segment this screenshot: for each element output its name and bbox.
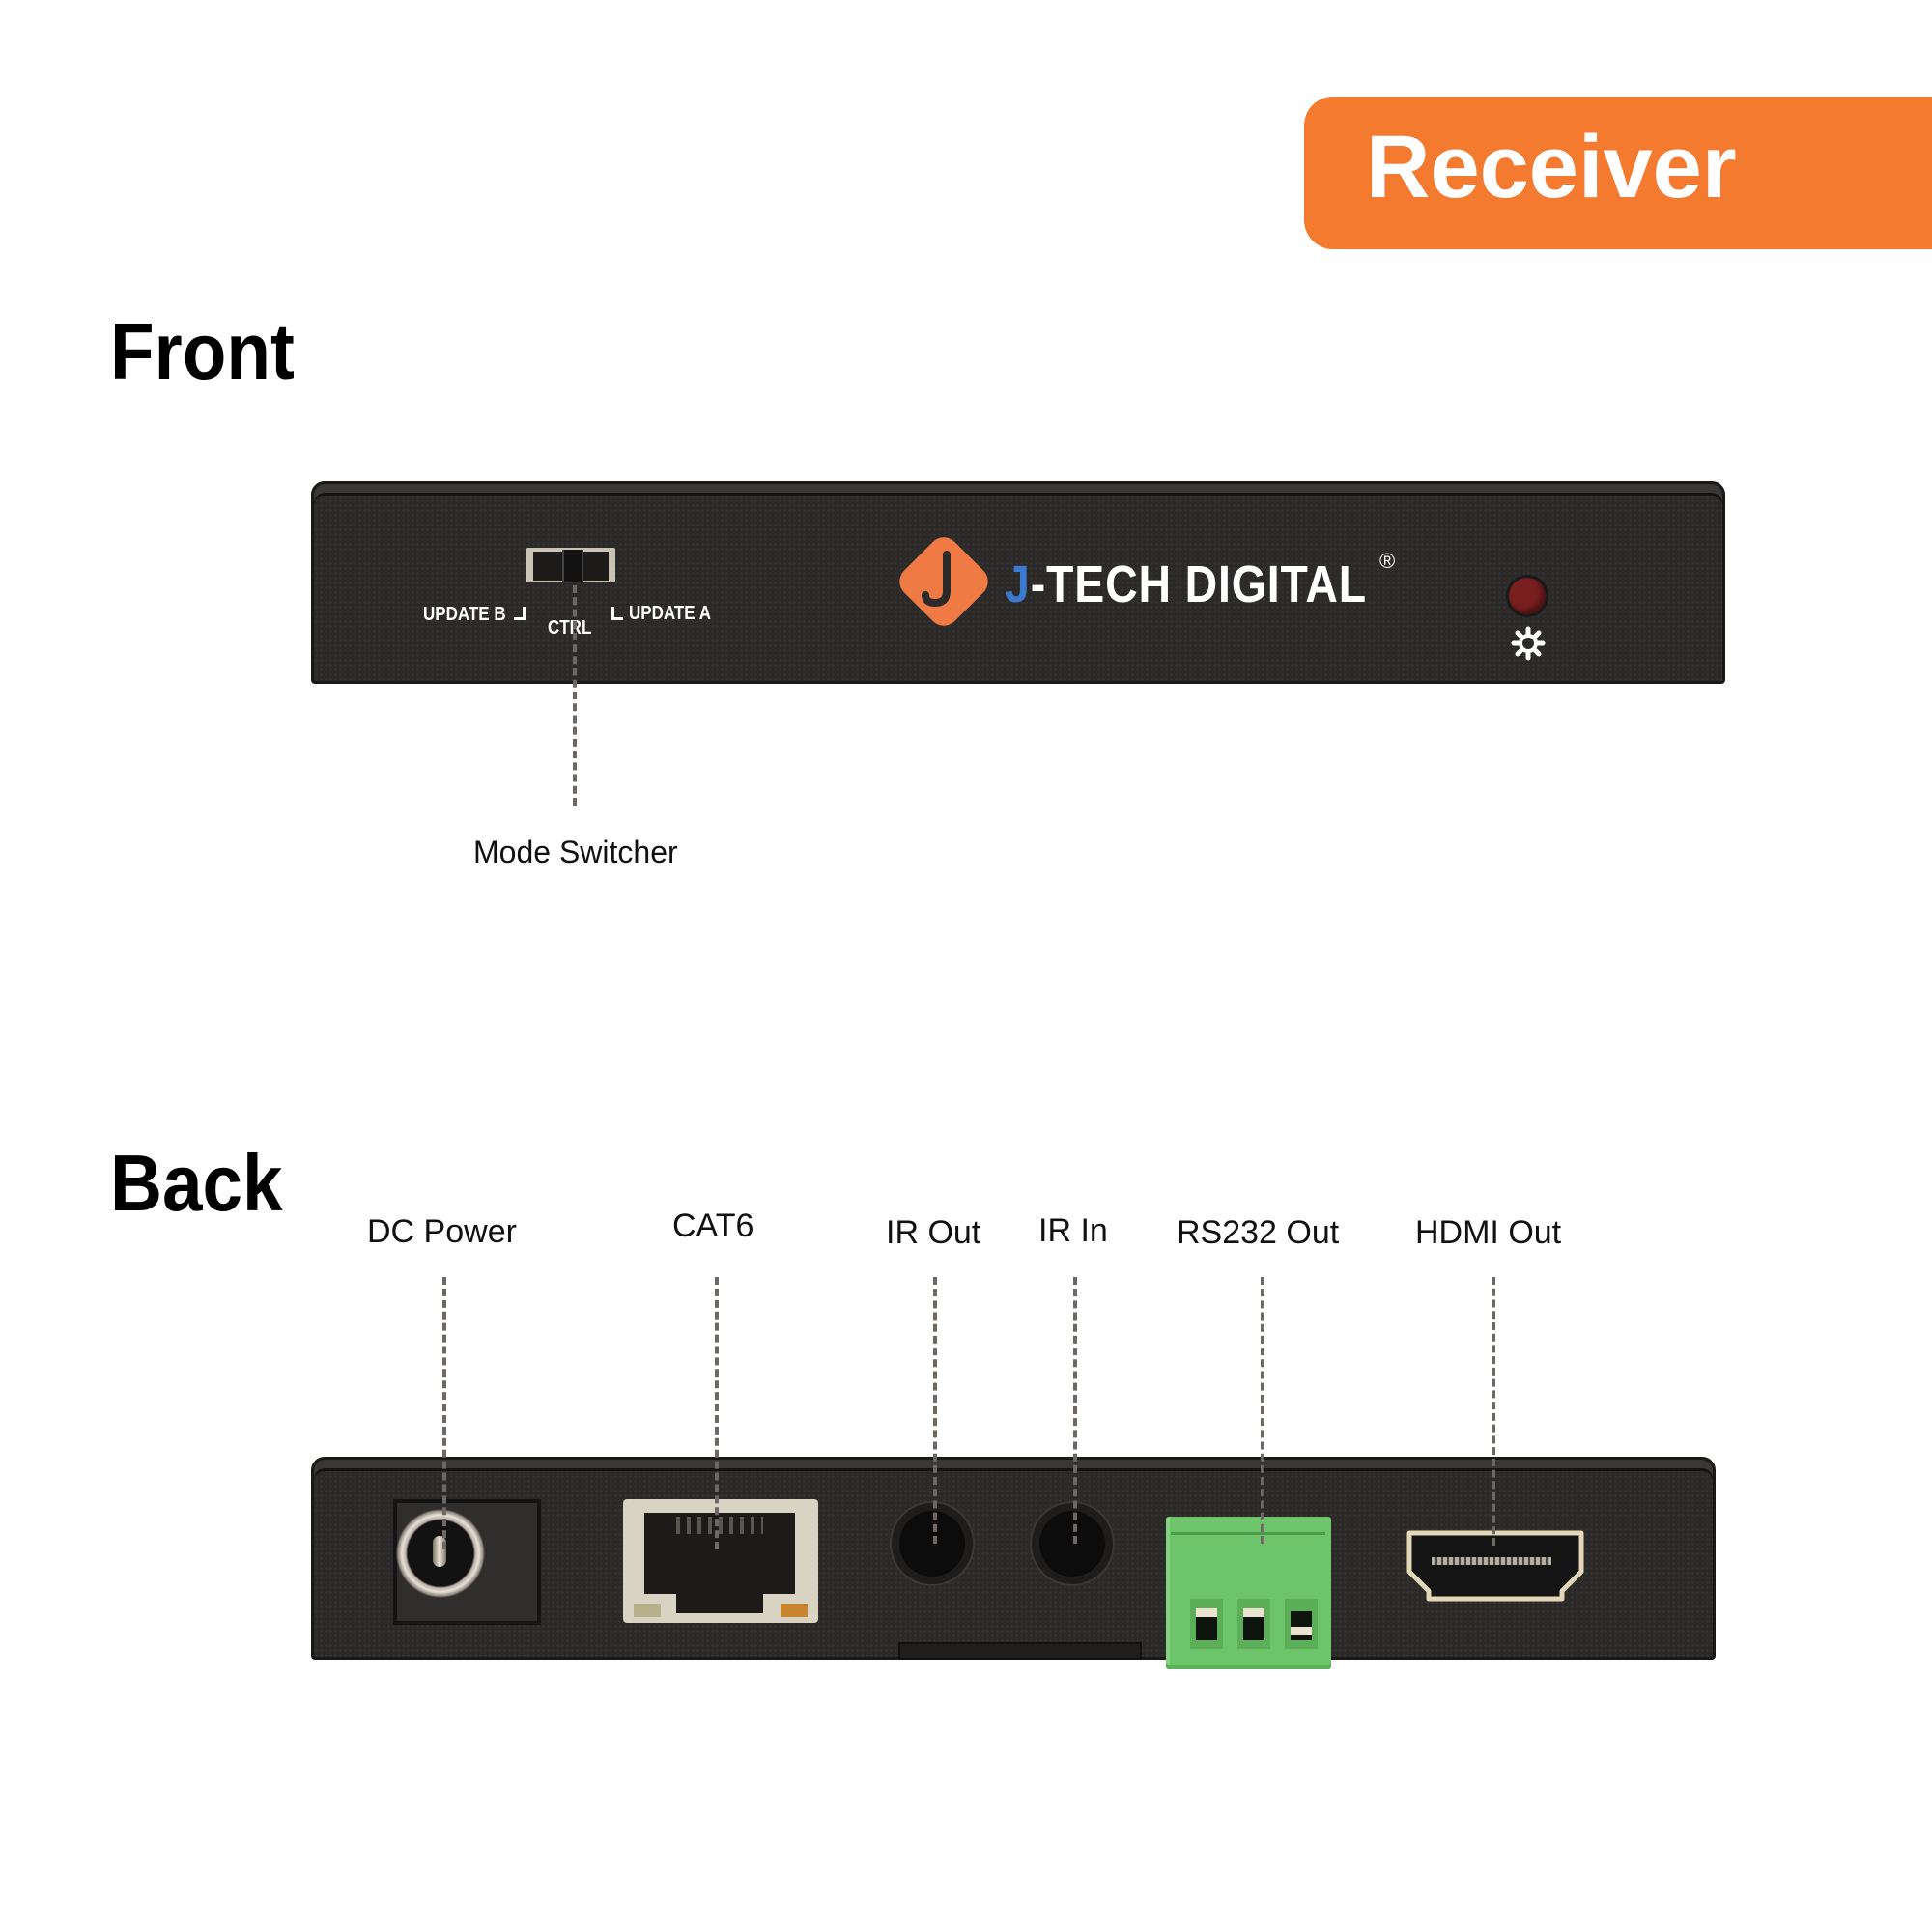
terminal-hole-3[interactable] [1291,1611,1312,1640]
ir-out-callout: IR Out [886,1214,981,1251]
cat6-link-led [634,1604,661,1617]
hdmi-out-leader-line [1492,1277,1495,1546]
mode-switch-knob[interactable] [562,550,583,582]
ir-in-leader-line [1073,1277,1077,1544]
terminal-screw-2-icon [1243,1608,1264,1617]
cat6-port-pins-icon [676,1517,763,1534]
registered-mark: ® [1379,549,1396,573]
brand-name: J-TECH DIGITAL [1005,558,1367,611]
mode-switch-left-slot [533,552,566,581]
dc-power-leader-line [442,1277,446,1549]
front-panel [311,481,1725,684]
bracket-right-icon [611,607,614,620]
cat6-port-latch [676,1563,763,1613]
hdmi-contacts-icon [1432,1557,1551,1565]
cat6-activity-led [781,1604,808,1617]
terminal-screw-1-icon [1196,1608,1217,1617]
bracket-left-icon [523,607,526,620]
ir-out-leader-line [933,1277,937,1544]
receiver-badge [1304,97,1932,249]
ir-out-port[interactable] [899,1511,965,1577]
back-section-title: Back [110,1138,283,1228]
terminal-screw-3-icon [1291,1627,1312,1635]
cat6-callout: CAT6 [672,1208,754,1244]
dc-power-callout: DC Power [367,1213,517,1250]
mode-switcher-callout: Mode Switcher [473,835,678,869]
front-section-title: Front [110,306,295,396]
terminal-hole-1[interactable] [1196,1611,1217,1640]
mode-switcher-leader-line [573,585,577,806]
terminal-hole-2[interactable] [1243,1611,1264,1640]
update-b-label: UPDATE B [423,604,506,625]
rs232-out-leader-line [1261,1277,1264,1544]
bracket-left-foot-icon [514,617,526,620]
status-led [1509,578,1546,614]
update-a-label: UPDATE A [629,603,711,624]
hdmi-out-port[interactable] [1404,1529,1587,1605]
brand-mark: J [1005,555,1031,613]
brand-wordmark: -TECH DIGITAL [1030,555,1367,613]
panel-bottom-slot [898,1642,1142,1660]
ir-in-port[interactable] [1039,1511,1105,1577]
hdmi-out-callout: HDMI Out [1415,1214,1562,1251]
cat6-leader-line [715,1277,719,1549]
bracket-right-foot-icon [611,617,623,620]
ir-in-callout: IR In [1038,1212,1108,1249]
brand-logo-j-icon [922,551,951,608]
ctrl-label: CTRL [548,617,592,639]
terminal-block-ridge [1171,1532,1325,1535]
rs232-out-callout: RS232 Out [1177,1214,1340,1251]
receiver-badge-label: Receiver [1366,118,1737,216]
gear-icon [1511,626,1546,661]
